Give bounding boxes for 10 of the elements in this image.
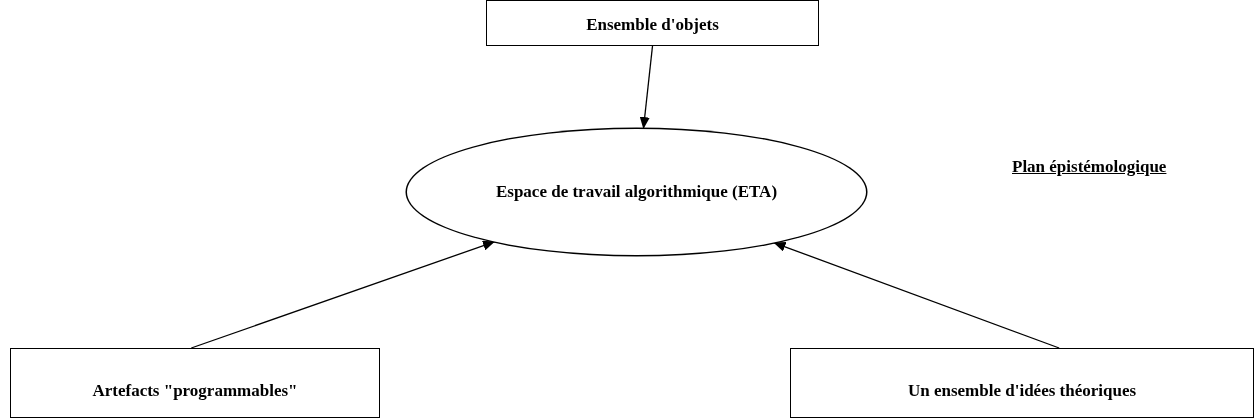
process-box: [10, 348, 380, 418]
arrow: [639, 45, 654, 130]
node-label: Ensemble d'objets: [586, 14, 719, 36]
process-box: [790, 348, 1254, 418]
arrow: [190, 240, 496, 349]
plane-label: Plan épistémologique: [1012, 157, 1167, 177]
node-label: Artefacts "programmables": [92, 380, 298, 402]
node-label: Un ensemble d'idées théoriques: [907, 380, 1137, 402]
node-label: Espace de travail algorithmique (ETA): [495, 180, 778, 203]
process-box: [486, 0, 819, 46]
